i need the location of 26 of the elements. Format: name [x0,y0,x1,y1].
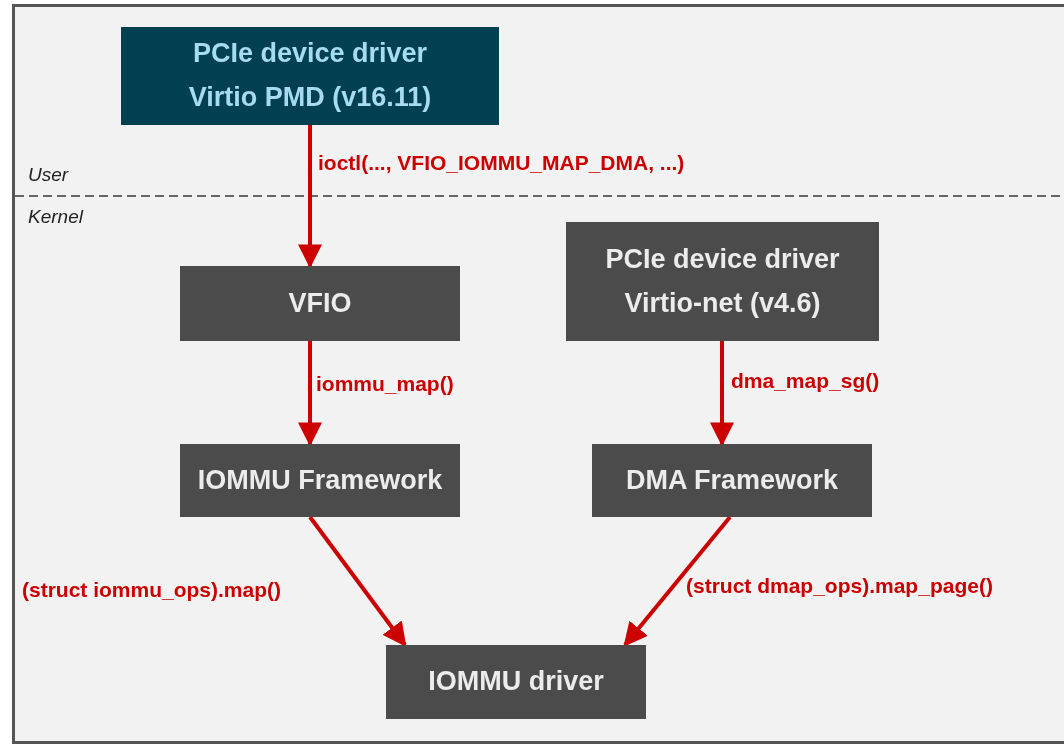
component-box [566,222,879,341]
box-label: Virtio-net (v4.6) [624,288,821,319]
component-box [121,27,499,125]
component-box [180,266,460,341]
edge-label: (struct iommu_ops).map() [22,578,281,602]
box-label: PCIe device driver [605,244,840,275]
arrow [623,515,732,647]
component-box [180,444,460,517]
box-label: PCIe device driver [192,39,428,69]
box-label: Virtio PMD (v16.11) [188,83,432,113]
box-label: DMA Framework [625,465,838,496]
layer-label: Kernel [28,207,83,228]
arrow [298,341,322,447]
arrow [710,341,734,447]
box-label: IOMMU Framework [197,465,443,496]
component-box [386,645,646,719]
edge-label: iommu_map() [316,372,454,396]
edge-label: (struct dmap_ops).map_page() [686,574,993,598]
arrow [298,125,322,269]
edge-label: ioctl(..., VFIO_IOMMU_MAP_DMA, ...) [318,151,685,175]
edge-label: dma_map_sg() [731,369,880,393]
component-box [592,444,872,517]
arrow [308,515,407,647]
layer-label: User [28,165,69,186]
box-label: IOMMU driver [428,667,604,697]
box-label: VFIO [288,288,352,319]
